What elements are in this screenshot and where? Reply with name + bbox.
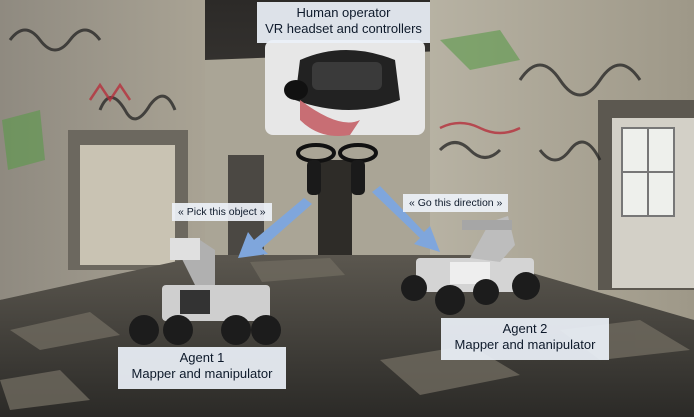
agent2-title: Agent 2 — [502, 321, 548, 336]
robot-rover-icon — [401, 216, 540, 315]
vr-controller-icon — [296, 143, 378, 195]
back-doorway — [318, 160, 352, 255]
agent1-subtitle: Mapper and manipulator — [131, 365, 273, 381]
agent2-subtitle: Mapper and manipulator — [454, 336, 596, 352]
agent1-title: Agent 1 — [179, 350, 225, 365]
operator-title: Human operator — [296, 5, 391, 20]
command-arrows — [238, 186, 440, 258]
operator-subtitle: VR headset and controllers — [265, 20, 422, 36]
command-go-direction: « Go this direction » — [403, 194, 509, 212]
robot-rover-icon — [129, 238, 281, 345]
agent2-label: Agent 2 Mapper and manipulator — [441, 318, 609, 360]
vr-headset-icon — [265, 40, 425, 136]
agent1-label: Agent 1 Mapper and manipulator — [118, 347, 286, 389]
operator-label: Human operator VR headset and controller… — [257, 2, 430, 43]
command-pick-object: « Pick this object » — [172, 203, 272, 221]
